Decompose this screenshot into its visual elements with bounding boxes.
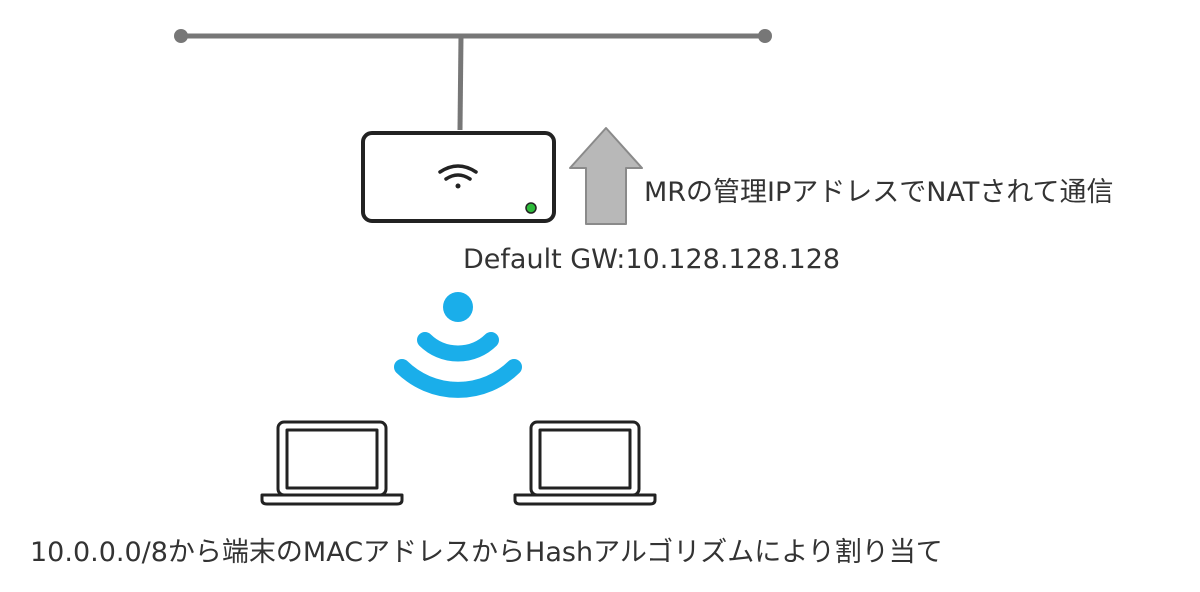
uplink-line xyxy=(457,35,464,131)
default-gateway-label: Default GW:10.128.128.128 xyxy=(463,244,841,275)
ip-allocation-description: 10.0.0.0/8から端末のMACアドレスからHashアルゴリズムにより割り当… xyxy=(30,537,943,568)
network-endpoint-left xyxy=(174,29,188,43)
up-arrow-icon xyxy=(569,127,643,225)
router-body xyxy=(361,131,556,223)
wifi-signal-icon xyxy=(394,292,522,398)
router-wifi-icon xyxy=(438,164,478,189)
wireless-router-icon xyxy=(361,131,556,223)
wifi-signal-inner-arc xyxy=(417,332,499,362)
wifi-signal-dot xyxy=(443,292,473,322)
laptop-base xyxy=(513,493,657,506)
laptop-screen xyxy=(538,428,632,490)
router-led xyxy=(525,202,537,214)
laptop-base xyxy=(260,493,404,506)
laptop-icon xyxy=(513,420,657,506)
wifi-signal-outer-arc xyxy=(394,359,522,398)
laptop-screen xyxy=(285,428,379,490)
nat-description: MRの管理IPアドレスでNATされて通信 xyxy=(644,177,1114,208)
upstream-network xyxy=(174,29,772,131)
laptop-icon xyxy=(260,420,404,506)
network-endpoint-right xyxy=(758,29,772,43)
